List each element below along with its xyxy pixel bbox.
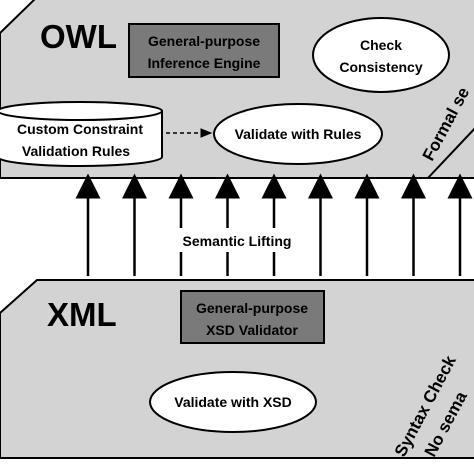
validate-xsd-ellipse: [149, 371, 317, 433]
validate-rules-label: Validate with Rules: [235, 126, 362, 142]
check-consistency-label-line1: Check: [360, 37, 402, 53]
xsd-validator-label-line1: General-purpose: [196, 300, 308, 316]
validate-rules-ellipse: [213, 103, 383, 165]
check-consistency-label-line2: Consistency: [339, 59, 422, 75]
xml-title: XML: [47, 296, 117, 333]
check-consistency-ellipse: [312, 17, 450, 93]
inference-engine-box: [128, 23, 280, 78]
inference-engine-label-line2: Inference Engine: [148, 55, 261, 71]
xsd-validator-box: [180, 290, 325, 344]
xml-layer: XML General-purpose XSD Validator Valida…: [0, 279, 474, 460]
owl-layer: OWL General-purpose Inference Engine Che…: [0, 0, 474, 179]
xsd-validator-label-line2: XSD Validator: [206, 322, 298, 338]
semantic-lifting-label: Semantic Lifting: [183, 233, 292, 249]
semantic-lifting-label-bg: [176, 228, 298, 252]
custom-rules-label-line2: Validation Rules: [22, 143, 130, 159]
owl-title: OWL: [40, 18, 117, 55]
custom-rules-label-line1: Custom Constraint: [17, 121, 143, 137]
validate-xsd-label: Validate with XSD: [174, 394, 291, 410]
xml-plane: [0, 279, 474, 459]
custom-rules-cylinder: [0, 101, 163, 167]
inference-engine-label-line1: General-purpose: [148, 33, 260, 49]
